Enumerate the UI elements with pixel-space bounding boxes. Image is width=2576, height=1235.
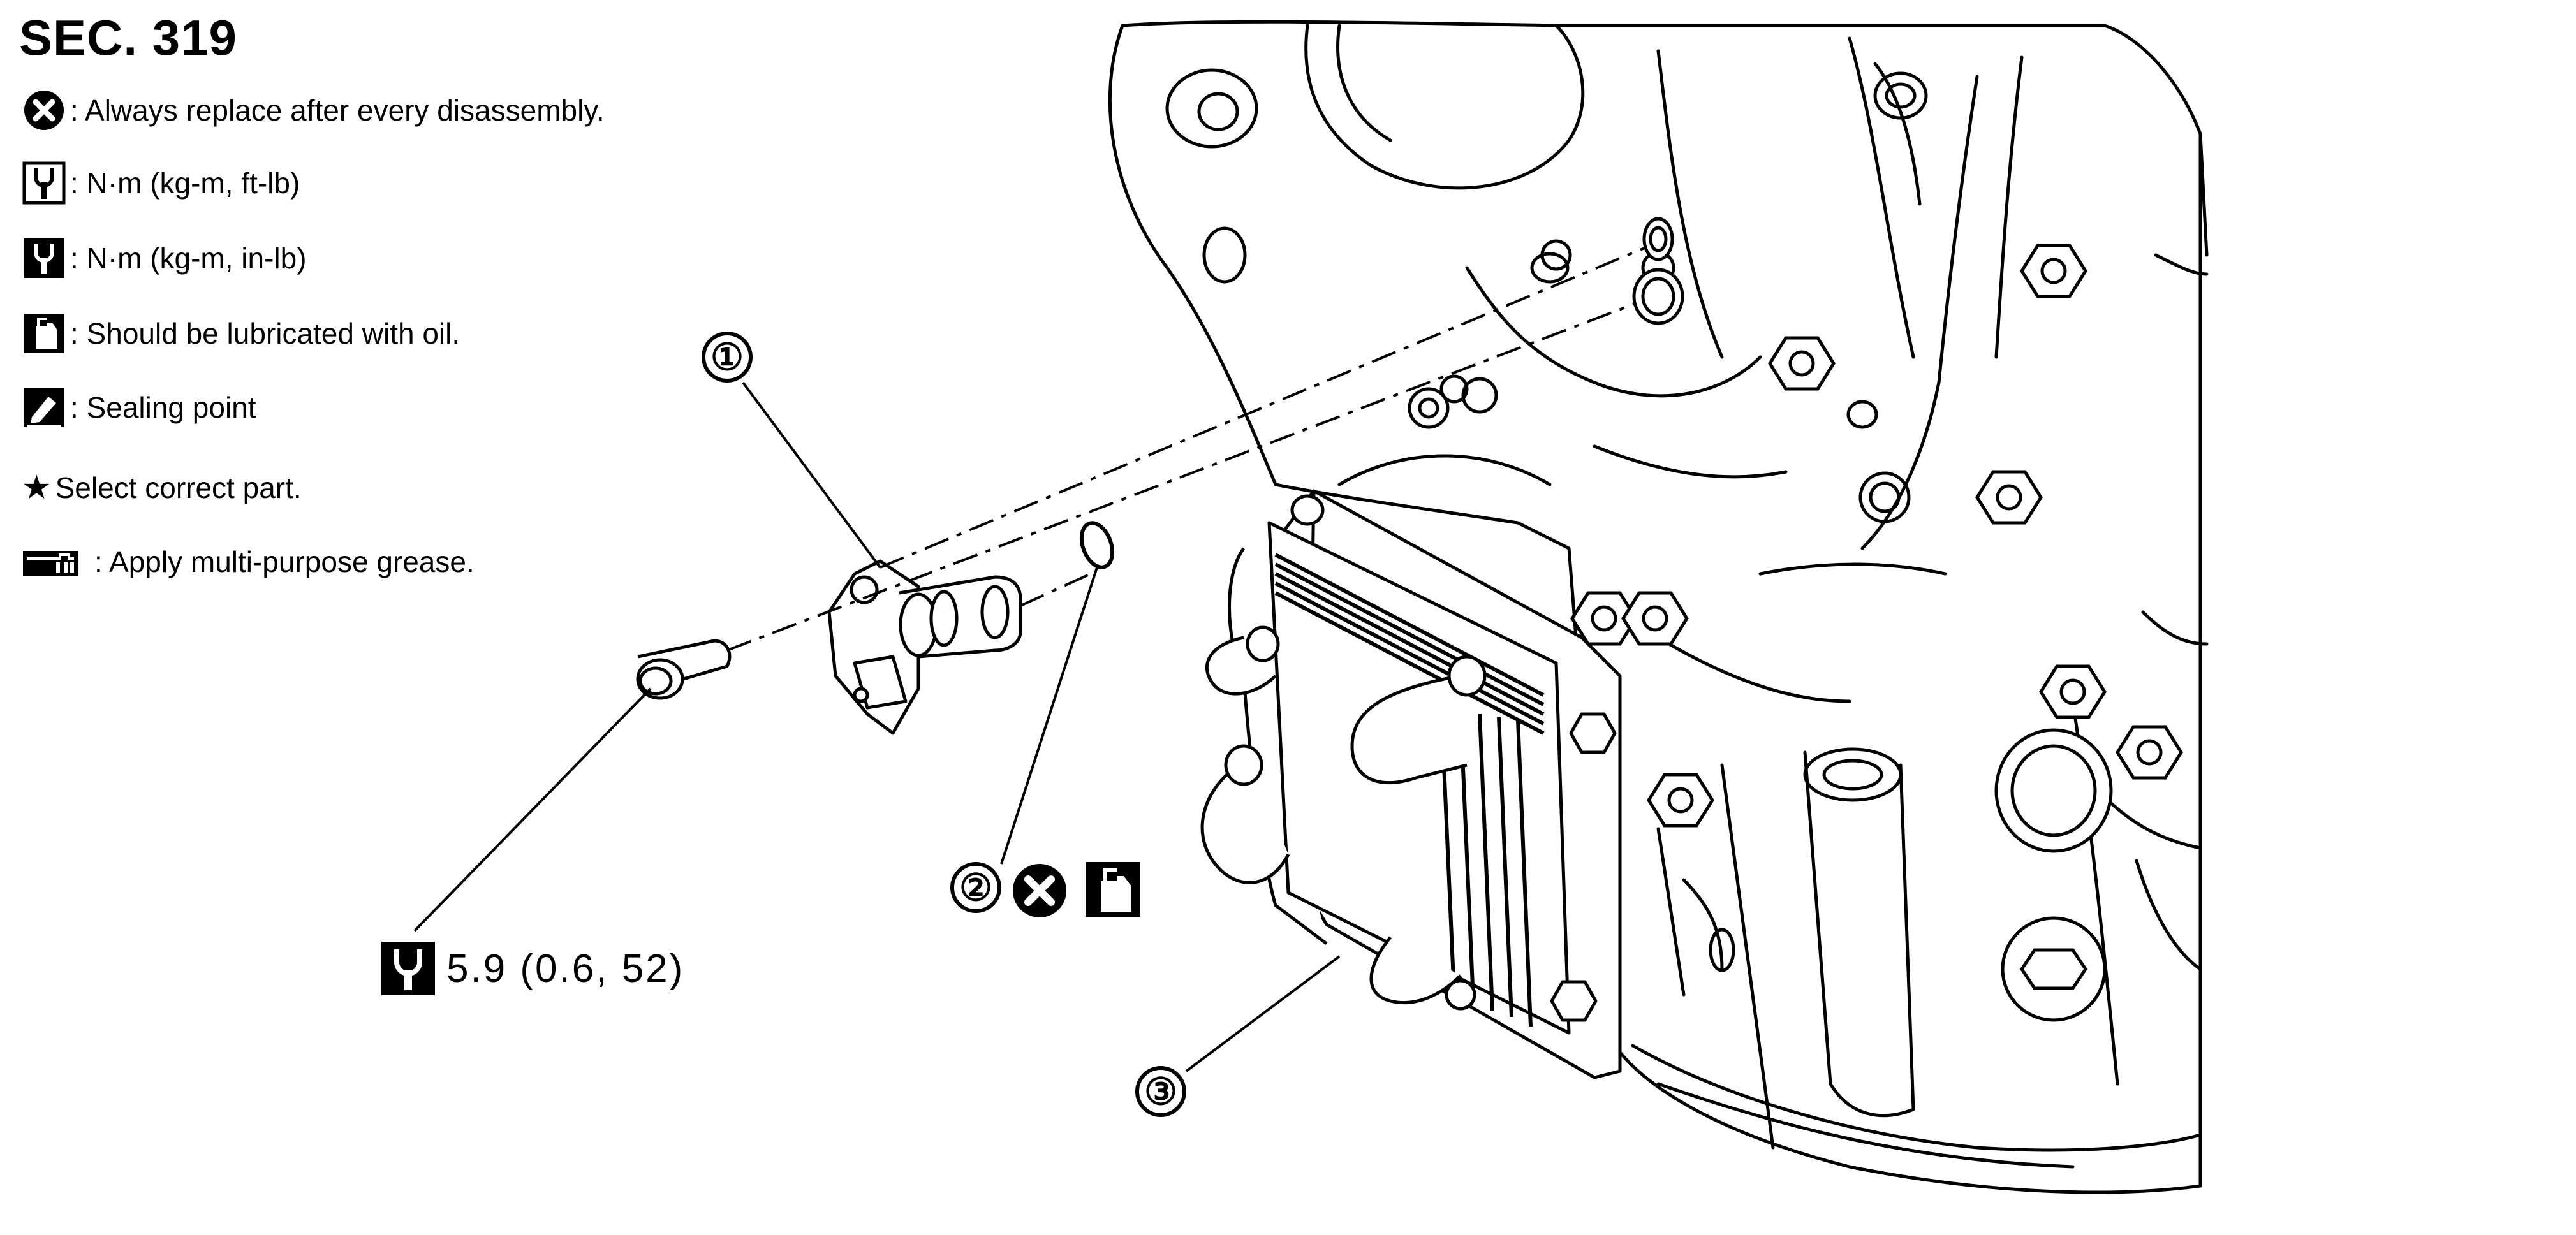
legend-text-grease: : Apply multi-purpose grease. xyxy=(94,545,475,578)
callout-3: ③ xyxy=(1135,1066,1186,1117)
legend-text-replace: : Always replace after every disassembly… xyxy=(70,94,605,127)
torque-value: 5.9 (0.6, 52) xyxy=(446,946,685,991)
always-replace-icon xyxy=(1013,864,1066,917)
legend-item-torque-ft-lb: : N·m (kg-m, ft-lb) xyxy=(22,161,300,205)
torque-ft-lb-icon xyxy=(22,161,66,205)
sealing-point-icon xyxy=(24,388,64,427)
drain-plug xyxy=(1994,728,2113,1022)
callout-2: ② xyxy=(950,862,1001,913)
legend-item-sealing: : Sealing point xyxy=(22,385,256,430)
alignment-lines xyxy=(726,241,1659,652)
always-replace-icon xyxy=(24,91,64,130)
leader-lines xyxy=(413,381,1341,1072)
oil-can-icon xyxy=(1086,862,1140,917)
o-ring xyxy=(1079,521,1115,569)
sensor-bolt xyxy=(636,639,732,700)
section-title: SEC. 319 xyxy=(19,10,237,66)
legend-item-star: ★ Select correct part. xyxy=(22,471,302,505)
legend-text-torque-in-lb: : N·m (kg-m, in-lb) xyxy=(70,242,307,275)
engine-block xyxy=(1108,20,2209,1194)
grease-icon xyxy=(23,551,78,576)
oil-cooler xyxy=(1200,489,1622,1079)
oil-can-icon xyxy=(24,314,64,353)
legend-text-torque-ft-lb: : N·m (kg-m, ft-lb) xyxy=(70,166,300,200)
legend-text-sealing: : Sealing point xyxy=(70,391,256,424)
torque-spec: 5.9 (0.6, 52) xyxy=(380,940,684,997)
legend-item-grease: : Apply multi-purpose grease. xyxy=(22,539,475,584)
legend-item-torque-in-lb: : N·m (kg-m, in-lb) xyxy=(22,236,307,281)
callout-1: ① xyxy=(702,332,753,383)
legend-item-oil: : Should be lubricated with oil. xyxy=(22,311,460,356)
cooler-fins xyxy=(1274,553,1545,1027)
legend-item-replace: : Always replace after every disassembly… xyxy=(22,88,605,133)
sensor xyxy=(827,559,1022,735)
block-bolts xyxy=(1570,244,2183,828)
block-ports xyxy=(1632,217,1684,325)
star-icon: ★ xyxy=(22,469,52,506)
legend-text-oil: : Should be lubricated with oil. xyxy=(70,317,460,350)
legend-text-star: Select correct part. xyxy=(55,471,302,504)
torque-in-lb-icon xyxy=(24,238,64,278)
torque-in-lb-icon xyxy=(381,942,435,995)
